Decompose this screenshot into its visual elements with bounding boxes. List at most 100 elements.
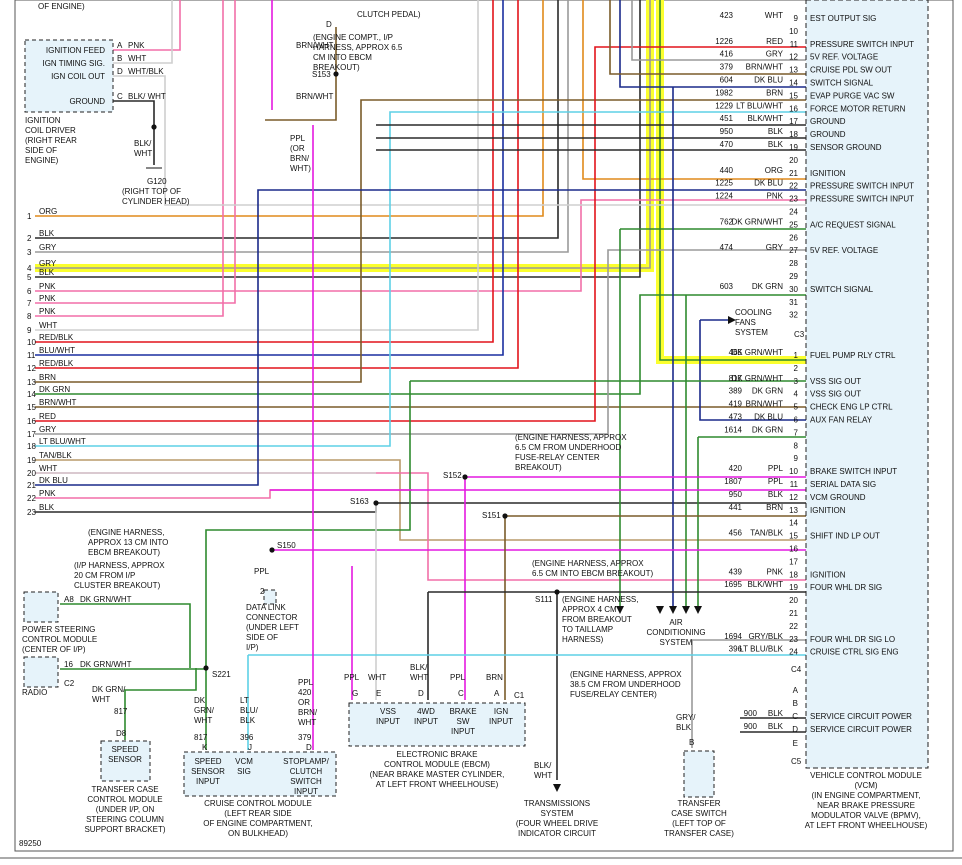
cruise-wire-circuit-3: 379 xyxy=(298,733,312,742)
header-of-engine: OF ENGINE) xyxy=(38,2,85,11)
vcm-caption-line-6: AT LEFT FRONT WHEELHOUSE) xyxy=(805,821,928,830)
s111-note-line-5: HARNESS) xyxy=(562,635,604,644)
vcm-c3-pin-9: 9 xyxy=(794,454,799,463)
ebcm-pin-E: E xyxy=(376,689,381,698)
vcm-c2-pin-26: 26 xyxy=(789,233,798,242)
vcm-c3-func-6: AUX FAN RELAY xyxy=(810,416,873,425)
vcm-c3-color-23: GRY/BLK xyxy=(748,632,783,641)
engine-comp-note-line-1: (ENGINE COMPT., I/P xyxy=(313,33,393,42)
ebcm-caption-line-1: ELECTRONIC BRAKE xyxy=(397,750,478,759)
splice-s152-dot xyxy=(462,474,468,480)
s150-label: S150 xyxy=(277,541,296,550)
vcm-c3-circuit-13: 441 xyxy=(729,503,743,512)
ebcm-input-4-line-1: IGN xyxy=(494,707,508,716)
ebcm-input-3-line-2: SW xyxy=(457,717,470,726)
radio-connector: C2 xyxy=(64,679,75,688)
vcm-c3-pin-23: 23 xyxy=(789,635,798,644)
transfer-case-switch-caption-line-4: TRANSFER CASE) xyxy=(664,829,734,838)
vcm-c2-color-22: DK BLU xyxy=(754,179,783,188)
harness-wire-number-10: 10 xyxy=(27,338,36,347)
vcm-c2-circuit-19: 470 xyxy=(720,140,734,149)
ignition-module-wire-1: PNK xyxy=(128,41,145,50)
harness-wire-color-10: RED/BLK xyxy=(39,333,74,342)
cruise-control-module-box xyxy=(183,751,337,797)
harness-wire-color-18: LT BLU/WHT xyxy=(39,437,86,446)
harness-wire-color-11: BLU/WHT xyxy=(39,346,75,355)
harness-wire-number-20: 20 xyxy=(27,469,36,478)
cruise-wire-3-line-4: BRN/ xyxy=(298,708,318,717)
harness-wire-number-16: 16 xyxy=(27,417,36,426)
ppl-note-line-3: BRN/ xyxy=(290,154,310,163)
vcm-c2-color-27: GRY xyxy=(766,243,784,252)
wire-2-blk xyxy=(35,0,559,239)
harness-wire-number-4: 4 xyxy=(27,264,32,273)
ebcm-pin-A: A xyxy=(494,689,500,698)
vcm-c2-pin-17: 17 xyxy=(789,117,798,126)
vcm-c3-pin-14: 14 xyxy=(789,519,798,528)
vcm-c3-color-19: BLK/WHT xyxy=(747,580,783,589)
vcm-c2-pin-9: 9 xyxy=(794,14,799,23)
power-steering-caption-line-1: POWER STEERING xyxy=(22,625,95,634)
vcm-c2-func-14: SWITCH SIGNAL xyxy=(810,79,874,88)
vcm-c5-pin-D: D xyxy=(792,725,798,734)
ac-arrow-2 xyxy=(656,606,664,614)
vcm-c2-circuit-15: 1982 xyxy=(715,88,733,97)
harness-wire-color-19: TAN/BLK xyxy=(39,451,72,460)
harness-wire-number-19: 19 xyxy=(27,456,36,465)
ignition-module-pin-A: A xyxy=(117,41,123,50)
s111-note-line-4: TO TAILLAMP xyxy=(562,625,613,634)
splice-s163-dot xyxy=(373,500,379,506)
wire-13-brn xyxy=(35,99,806,383)
transmission-wire-line-1: BLK/ xyxy=(534,761,552,770)
wire-8-pnk xyxy=(35,0,224,317)
harness-wire-color-22: PNK xyxy=(39,489,56,498)
data-link-caption-line-4: SIDE OF xyxy=(246,633,278,642)
ebcm-input-1-line-1: VSS xyxy=(380,707,396,716)
vcm-c2-circuit-16: 1229 xyxy=(715,101,733,110)
vcm-c2-pin-22: 22 xyxy=(789,182,798,191)
ppl-note-line-1: PPL xyxy=(290,134,306,143)
ebcm-wire-color-5-line-1: BRN xyxy=(486,673,503,682)
ebcm-input-2-line-2: INPUT xyxy=(414,717,438,726)
vcm-c2-func-9: EST OUTPUT SIG xyxy=(810,14,876,23)
data-link-caption-line-3: (UNDER LEFT xyxy=(246,623,299,632)
vcm-c5-color-C: BLK xyxy=(768,709,784,718)
s151-note-line-1: (ENGINE HARNESS, APPROX xyxy=(532,559,644,568)
vcm-c2-pin-14: 14 xyxy=(789,79,798,88)
ebcm-wire-color-3-line-2: WHT xyxy=(410,673,428,682)
harness-wire-color-17: GRY xyxy=(39,425,57,434)
cruise-wire-1-line-2: GRN/ xyxy=(194,706,215,715)
air-conditioning-caption-line-3: SYSTEM xyxy=(660,638,693,647)
ignition-module-caption-line-5: ENGINE) xyxy=(25,156,59,165)
harness-wire-number-23: 23 xyxy=(27,508,36,517)
vcm-c5-func-D: SERVICE CIRCUIT POWER xyxy=(810,725,912,734)
vcm-c2-circuit-18: 950 xyxy=(720,127,734,136)
vcm-c3-color-5: BRN/WHT xyxy=(746,400,783,409)
vcm-c3-pin-6: 6 xyxy=(794,416,799,425)
s111-note-line-1: (ENGINE HARNESS, xyxy=(562,595,638,604)
harness-wire-color-13: BRN xyxy=(39,373,56,382)
transmission-caption-line-4: INDICATOR CIRCUIT xyxy=(518,829,596,838)
ppl-note-line-4: WHT) xyxy=(290,164,311,173)
ground-caption-line-2: CYLINDER HEAD) xyxy=(122,197,190,206)
vcm-c2-func-13: CRUISE PDL SW OUT xyxy=(810,66,892,75)
vcm-c2-circuit-11: 1226 xyxy=(715,37,733,46)
splice-s153-dot xyxy=(333,71,339,77)
harness-wire-color-15: BRN/WHT xyxy=(39,398,76,407)
transfer-case-switch-caption-line-2: CASE SWITCH xyxy=(671,809,727,818)
ignition-module-caption-line-1: IGNITION xyxy=(25,116,61,125)
data-link-pin: 2 xyxy=(260,587,265,596)
cruise-input-1-line-1: SPEED xyxy=(194,757,221,766)
cruise-input-2-line-1: VCM xyxy=(235,757,253,766)
vcm-c2-func-11: PRESSURE SWITCH INPUT xyxy=(810,40,914,49)
cruise-input-3-line-4: INPUT xyxy=(294,787,318,796)
vcm-caption-line-3: (IN ENGINE COMPARTMENT, xyxy=(811,791,920,800)
vcm-c2-func-23: PRESSURE SWITCH INPUT xyxy=(810,195,914,204)
cruise-wire-3-line-3: OR xyxy=(298,698,310,707)
ignition-module-label-1: IGNITION FEED xyxy=(46,46,105,55)
cruise-wire-2-line-1: LT xyxy=(240,696,249,705)
power-steering-pin: A8 xyxy=(64,595,74,604)
vcm-c2-pin-13: 13 xyxy=(789,66,798,75)
harness-wire-number-2: 2 xyxy=(27,234,32,243)
vcm-c3-pin-11: 11 xyxy=(790,480,799,489)
